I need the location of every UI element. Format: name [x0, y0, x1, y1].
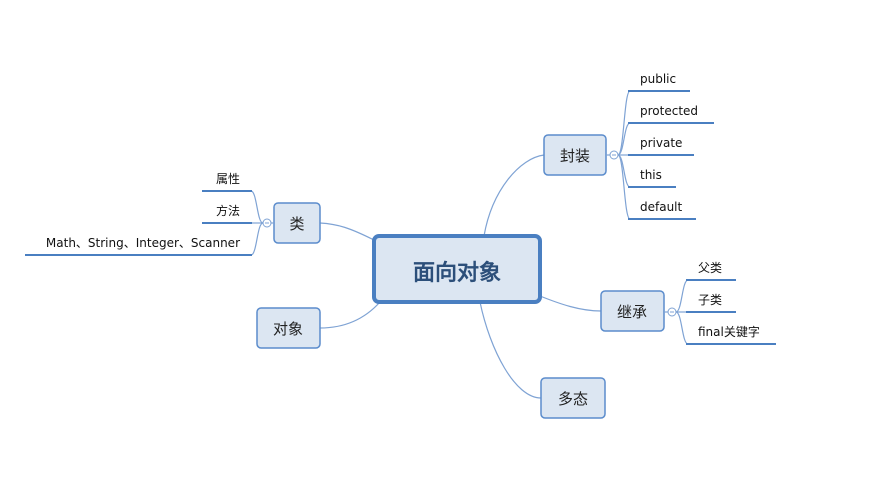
- leaf-child-class[interactable]: 子类: [698, 293, 722, 307]
- class-children-connectors: [250, 190, 274, 256]
- leaf-attributes[interactable]: 属性: [216, 172, 240, 186]
- leaf-final-keyword[interactable]: final关键字: [698, 324, 760, 339]
- branch-object[interactable]: 对象: [256, 307, 321, 349]
- leaf-builtin-classes[interactable]: Math、String、Integer、Scanner: [46, 236, 240, 250]
- branch-polymorphism[interactable]: 多态: [540, 377, 606, 419]
- encapsulation-children: public protected private this default: [628, 72, 714, 220]
- branch-class[interactable]: 类: [273, 202, 321, 244]
- branch-object-label: 对象: [273, 320, 303, 338]
- root-label: 面向对象: [413, 260, 501, 286]
- branch-connectors: [319, 154, 602, 399]
- leaf-protected[interactable]: protected: [640, 104, 698, 118]
- connector-object: [319, 301, 381, 329]
- branch-polymorphism-label: 多态: [558, 390, 588, 408]
- branch-inheritance-label: 继承: [617, 303, 647, 321]
- connector-encapsulation: [483, 154, 545, 237]
- branch-encapsulation[interactable]: 封装: [543, 134, 607, 176]
- leaf-methods[interactable]: 方法: [216, 203, 240, 218]
- connector-inheritance: [539, 295, 602, 312]
- branch-class-label: 类: [289, 215, 304, 233]
- branch-inheritance[interactable]: 继承: [600, 290, 665, 332]
- leaf-private[interactable]: private: [640, 136, 682, 150]
- leaf-this[interactable]: this: [640, 168, 662, 182]
- leaf-default[interactable]: default: [640, 200, 683, 214]
- root-node[interactable]: 面向对象: [372, 234, 542, 304]
- branch-encapsulation-label: 封装: [560, 147, 590, 165]
- connector-polymorphism: [479, 301, 542, 399]
- leaf-parent-class[interactable]: 父类: [698, 261, 722, 275]
- inheritance-children: 父类 子类 final关键字: [686, 261, 776, 345]
- leaf-public[interactable]: public: [640, 72, 676, 86]
- class-children: 属性 方法 Math、String、Integer、Scanner: [25, 172, 252, 256]
- connector-class: [319, 222, 375, 241]
